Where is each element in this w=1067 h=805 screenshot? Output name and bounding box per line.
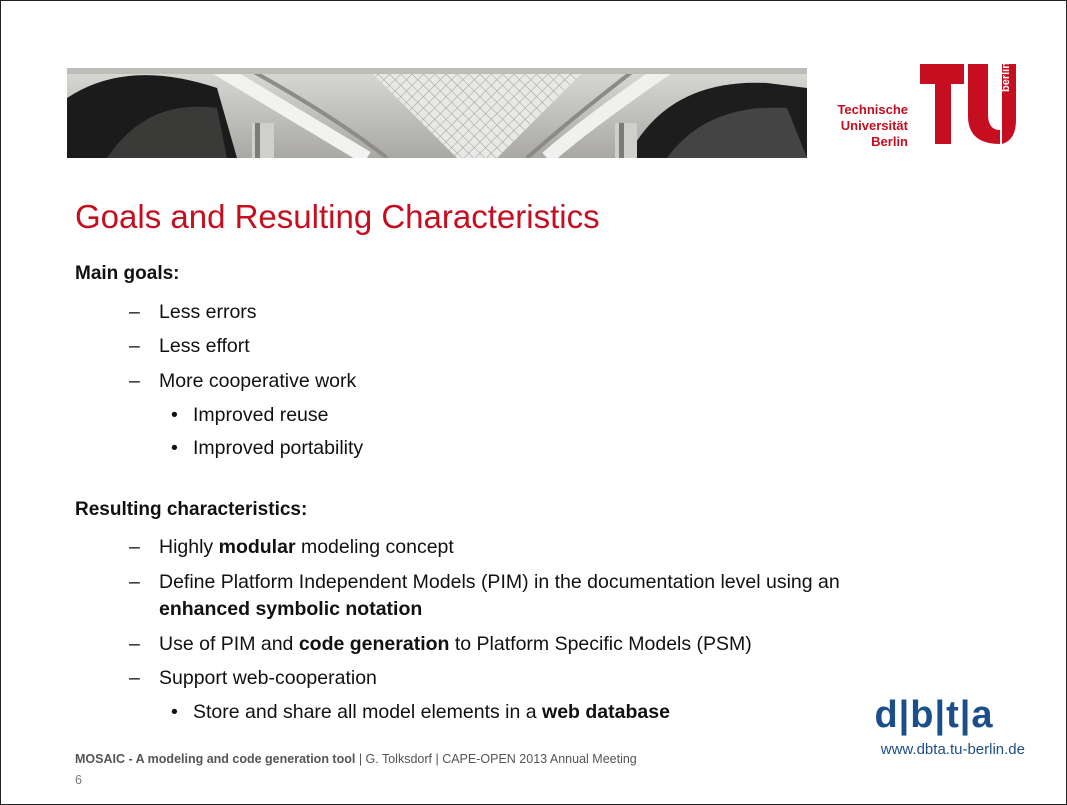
dbta-url-link[interactable]: www.dbta.tu-berlin.de — [880, 741, 1025, 758]
tu-logo-wordmark: Technische Universität Berlin — [820, 102, 908, 150]
bullet-marker: • — [171, 404, 178, 426]
tu-logo-line-1: Technische — [837, 102, 908, 117]
slide-title: Goals and Resulting Characteristics — [75, 198, 600, 235]
main-goal-item: –Less errors — [129, 301, 257, 324]
sub-bullet-item: • Improved portability — [169, 437, 363, 460]
characteristic-text: Highly — [159, 536, 219, 558]
characteristic-item: –Use of PIM and code generation to Platf… — [129, 633, 752, 656]
footer-meta: | G. Tolksdorf | CAPE-OPEN 2013 Annual M… — [355, 752, 637, 766]
tu-berlin-logo: Technische Universität Berlin berlin — [820, 60, 1030, 170]
dash-marker: – — [129, 536, 140, 558]
sub-bullet-text: Improved portability — [193, 437, 364, 459]
dash-marker: – — [129, 667, 140, 689]
characteristic-text: Support web-cooperation — [159, 667, 377, 689]
footer-text: MOSAIC - A modeling and code generation … — [75, 752, 637, 766]
dash-marker: – — [129, 571, 140, 593]
characteristic-bold: code generation — [298, 633, 450, 655]
main-goal-text: Less effort — [159, 335, 250, 357]
characteristic-bold: modular — [218, 536, 296, 558]
main-goal-item: –Less effort — [129, 335, 250, 358]
resulting-heading: Resulting characteristics: — [75, 499, 308, 520]
characteristic-bold: enhanced symbolic notation — [159, 598, 423, 620]
dash-marker: – — [129, 370, 140, 392]
page-number: 6 — [75, 773, 82, 787]
dash-marker: – — [129, 633, 140, 655]
header-image — [67, 68, 807, 158]
sub-bullet-item: • Store and share all model elements in a… — [169, 701, 670, 724]
tu-logo-side-text: berlin — [1000, 64, 1012, 92]
dash-marker: – — [129, 301, 140, 323]
sub-bullet-item: • Improved reuse — [169, 404, 328, 427]
sub-bullet-text: Store and share all model elements in a — [193, 701, 543, 723]
dash-marker: – — [129, 335, 140, 357]
main-goal-text: Less errors — [159, 301, 257, 323]
footer-project: MOSAIC - A modeling and code generation … — [75, 752, 356, 766]
sub-bullet-bold: web database — [542, 701, 670, 723]
characteristic-item: –Highly modular modeling concept — [129, 536, 454, 559]
bullet-marker: • — [171, 437, 178, 459]
tu-logo-line-3: Berlin — [871, 134, 908, 149]
main-goal-text: More cooperative work — [159, 370, 357, 392]
characteristic-item: –Support web-cooperation — [129, 667, 377, 690]
characteristic-text: to Platform Specific Models (PSM) — [449, 633, 752, 655]
characteristic-item: –Define Platform Independent Models (PIM… — [129, 571, 840, 594]
main-goal-item: –More cooperative work — [129, 370, 356, 393]
sub-bullet-text: Improved reuse — [193, 404, 329, 426]
characteristic-text: Use of PIM and — [159, 633, 299, 655]
characteristic-text: Define Platform Independent Models (PIM)… — [159, 571, 840, 593]
bullet-marker: • — [171, 701, 178, 723]
main-goals-heading: Main goals: — [75, 263, 180, 284]
tu-logo-icon: berlin — [920, 64, 1016, 144]
characteristic-continuation: enhanced symbolic notation — [159, 598, 422, 621]
tu-logo-line-2: Universität — [840, 118, 908, 133]
dbta-logo: d|b|t|a — [874, 694, 994, 736]
characteristic-text: modeling concept — [295, 536, 454, 558]
